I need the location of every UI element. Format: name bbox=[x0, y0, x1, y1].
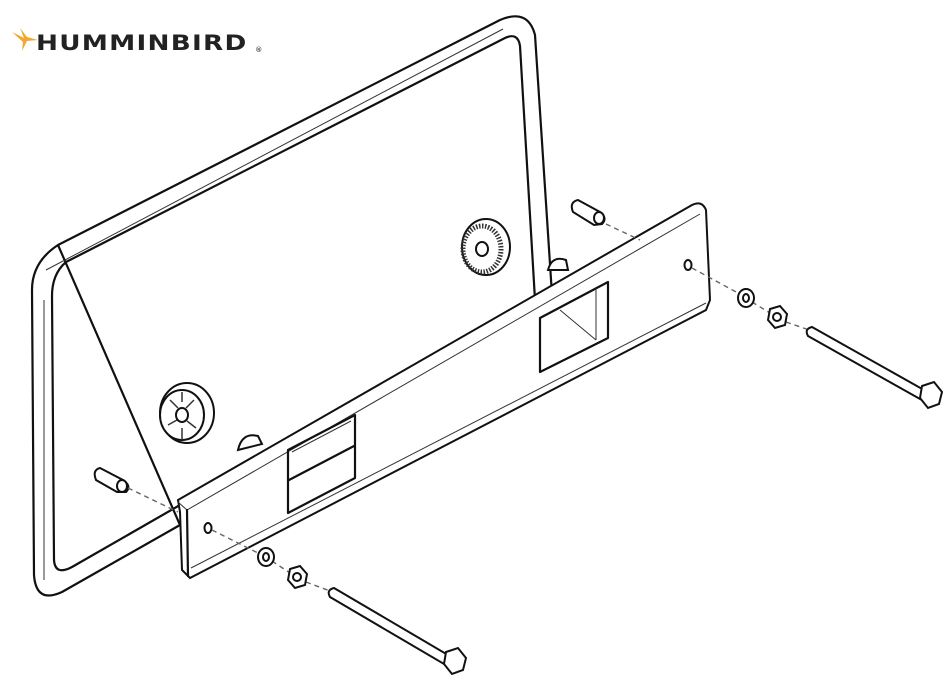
washer-right bbox=[737, 288, 755, 308]
display-frame bbox=[30, 15, 555, 597]
bolt-left bbox=[327, 586, 468, 676]
humminbird-logo: HUMMINBIRD ® bbox=[10, 20, 262, 54]
pin-right bbox=[570, 198, 606, 227]
washer-left bbox=[257, 547, 275, 567]
bolt-right bbox=[805, 325, 944, 410]
hummingbird-icon bbox=[12, 28, 38, 51]
knob-left bbox=[159, 382, 215, 444]
logo-text: HUMMINBIRD bbox=[36, 31, 248, 55]
mounting-bracket bbox=[176, 202, 712, 580]
pin-left bbox=[93, 466, 130, 493]
assembly-axis-left bbox=[127, 487, 339, 595]
assembly-axis-right bbox=[605, 223, 816, 333]
nut-left bbox=[286, 564, 309, 590]
nut-right bbox=[766, 304, 789, 330]
knob-right bbox=[460, 218, 511, 276]
registered-mark: ® bbox=[255, 46, 263, 54]
